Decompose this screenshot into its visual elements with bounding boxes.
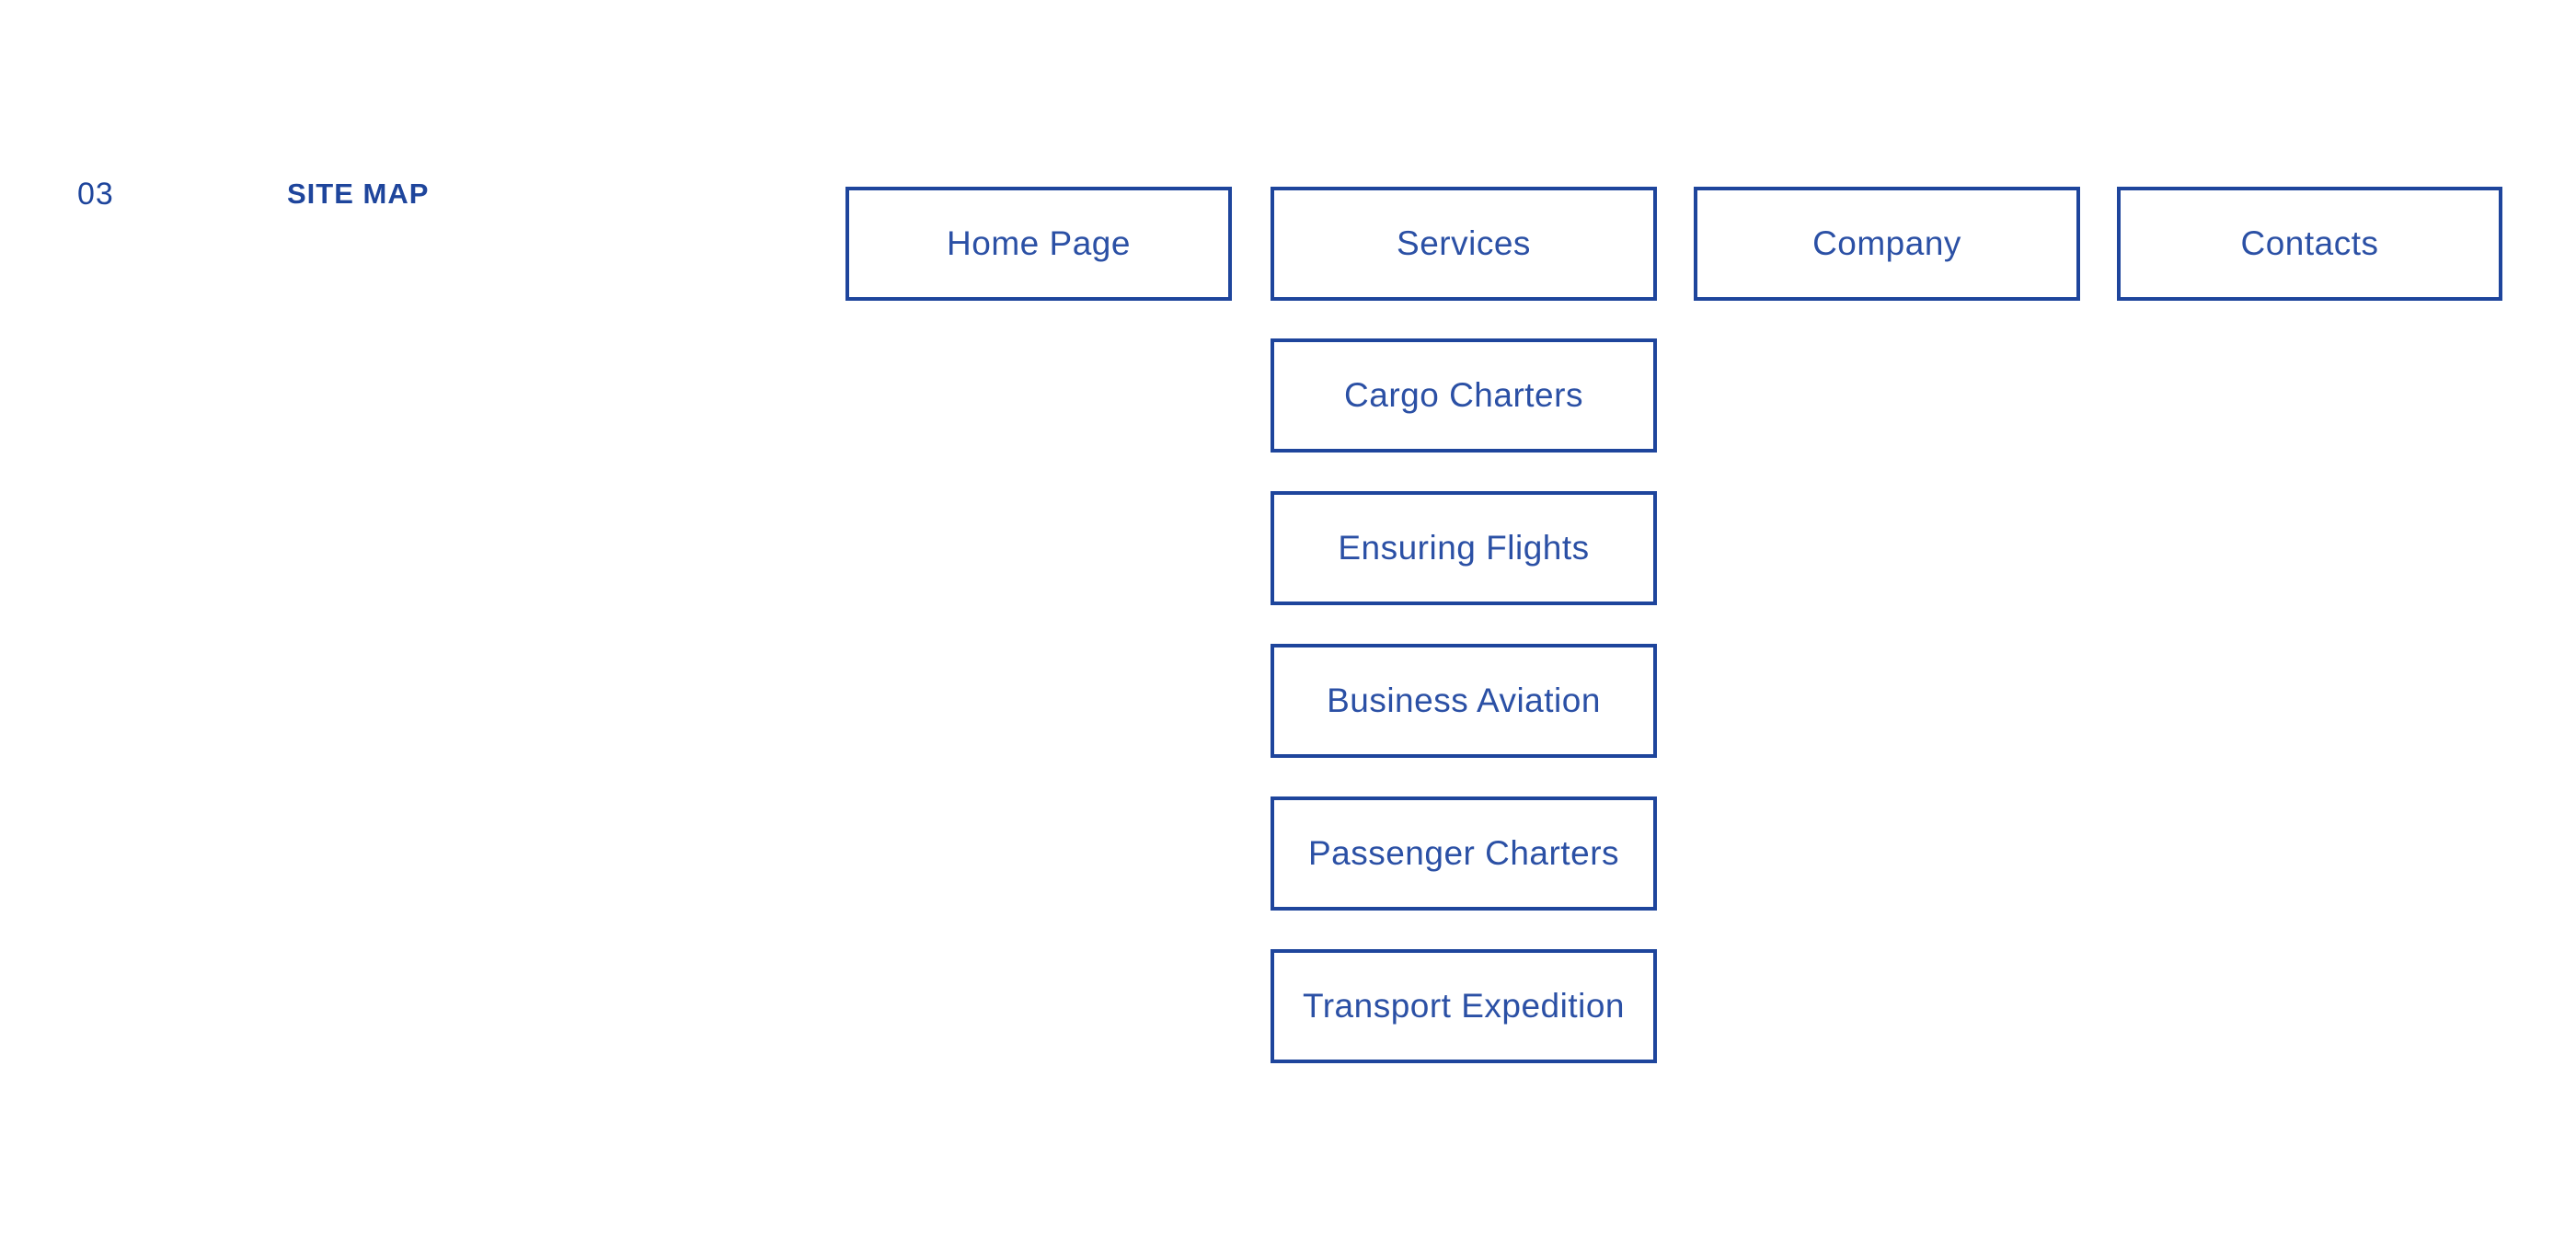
sitemap-node-home-page[interactable]: Home Page	[845, 187, 1232, 301]
section-number: 03	[77, 177, 114, 212]
sitemap-node-business-aviation[interactable]: Business Aviation	[1271, 644, 1657, 758]
sitemap-node-ensuring-flights[interactable]: Ensuring Flights	[1271, 491, 1657, 605]
sitemap-node-services[interactable]: Services	[1271, 187, 1657, 301]
sitemap-node-transport-expedition[interactable]: Transport Expedition	[1271, 949, 1657, 1063]
sitemap-node-contacts[interactable]: Contacts	[2117, 187, 2502, 301]
sitemap-node-company[interactable]: Company	[1694, 187, 2080, 301]
section-title: SITE MAP	[287, 178, 430, 210]
sitemap-node-passenger-charters[interactable]: Passenger Charters	[1271, 796, 1657, 911]
sitemap-node-cargo-charters[interactable]: Cargo Charters	[1271, 338, 1657, 453]
